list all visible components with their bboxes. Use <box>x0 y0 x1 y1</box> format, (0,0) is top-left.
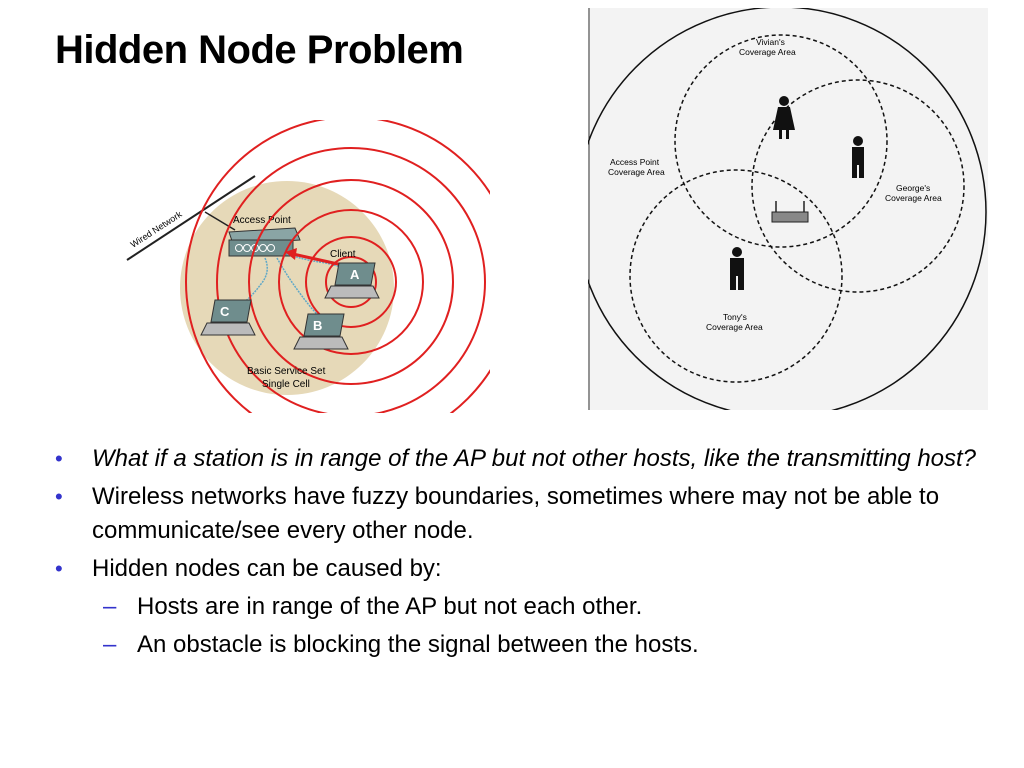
bullet-dot-icon: • <box>55 446 63 471</box>
george-person-icon <box>852 136 864 178</box>
ap-label-line1: Access Point <box>610 157 660 167</box>
george-label-line2: Coverage Area <box>885 193 942 203</box>
sub-bullet-item: – Hosts are in range of the AP but not e… <box>55 590 995 624</box>
bullet-dot-icon: • <box>55 484 63 509</box>
bullet-item: • Hidden nodes can be caused by: <box>55 552 995 586</box>
bullet-text: Hidden nodes can be caused by: <box>92 555 442 582</box>
george-label-line1: George's <box>896 183 930 193</box>
vivian-label-line1: Vivian's <box>756 37 785 47</box>
access-point-icon <box>228 227 301 257</box>
tony-label-line2: Coverage Area <box>706 322 763 332</box>
vivian-coverage-circle <box>674 34 888 248</box>
sub-bullet-text: Hosts are in range of the AP but not eac… <box>137 593 643 620</box>
sub-bullet-item: – An obstacle is blocking the signal bet… <box>55 628 995 662</box>
bullet-dot-icon: • <box>55 556 63 581</box>
client-label: Client <box>330 249 356 260</box>
laptop-c-icon <box>200 299 256 336</box>
sub-bullet-dash-icon: – <box>103 593 117 620</box>
tony-coverage-circle <box>629 169 843 383</box>
access-point-label: Access Point <box>233 215 291 226</box>
bullet-list: • What if a station is in range of the A… <box>55 442 995 666</box>
slide-title: Hidden Node Problem <box>55 28 464 72</box>
laptop-a-icon <box>324 262 380 299</box>
bullet-text: What if a station is in range of the AP … <box>92 445 977 472</box>
wired-network-line <box>126 175 256 261</box>
ap-label-line2: Coverage Area <box>608 167 665 177</box>
bss-label-line2: Single Cell <box>262 379 310 390</box>
bss-label-line1: Basic Service Set <box>247 366 326 377</box>
signal-rings <box>185 120 490 413</box>
bss-diagram: Wired Network Access Point <box>125 120 490 413</box>
transmit-arrow <box>292 252 348 268</box>
sub-bullet-dash-icon: – <box>103 631 117 658</box>
coverage-diagram: Vivian's Coverage Area Access Point Cove… <box>588 8 988 410</box>
tony-label-line1: Tony's <box>723 312 747 322</box>
node-a-label: A <box>350 267 360 282</box>
bullet-text: Wireless networks have fuzzy boundaries,… <box>92 483 940 544</box>
bullet-item: • What if a station is in range of the A… <box>55 442 995 476</box>
vivian-label-line2: Coverage Area <box>739 47 796 57</box>
ap-coverage-circle <box>588 8 987 410</box>
vivian-person-icon <box>773 96 795 139</box>
access-point-device-icon <box>771 201 809 223</box>
tony-person-icon <box>730 247 744 290</box>
george-coverage-circle <box>751 79 965 293</box>
wired-network-label: Wired Network <box>129 209 184 250</box>
bullet-item: • Wireless networks have fuzzy boundarie… <box>55 480 995 548</box>
node-c-label: C <box>220 304 230 319</box>
node-b-label: B <box>313 318 322 333</box>
laptop-b-icon <box>293 313 349 350</box>
sub-bullet-text: An obstacle is blocking the signal betwe… <box>137 631 699 658</box>
